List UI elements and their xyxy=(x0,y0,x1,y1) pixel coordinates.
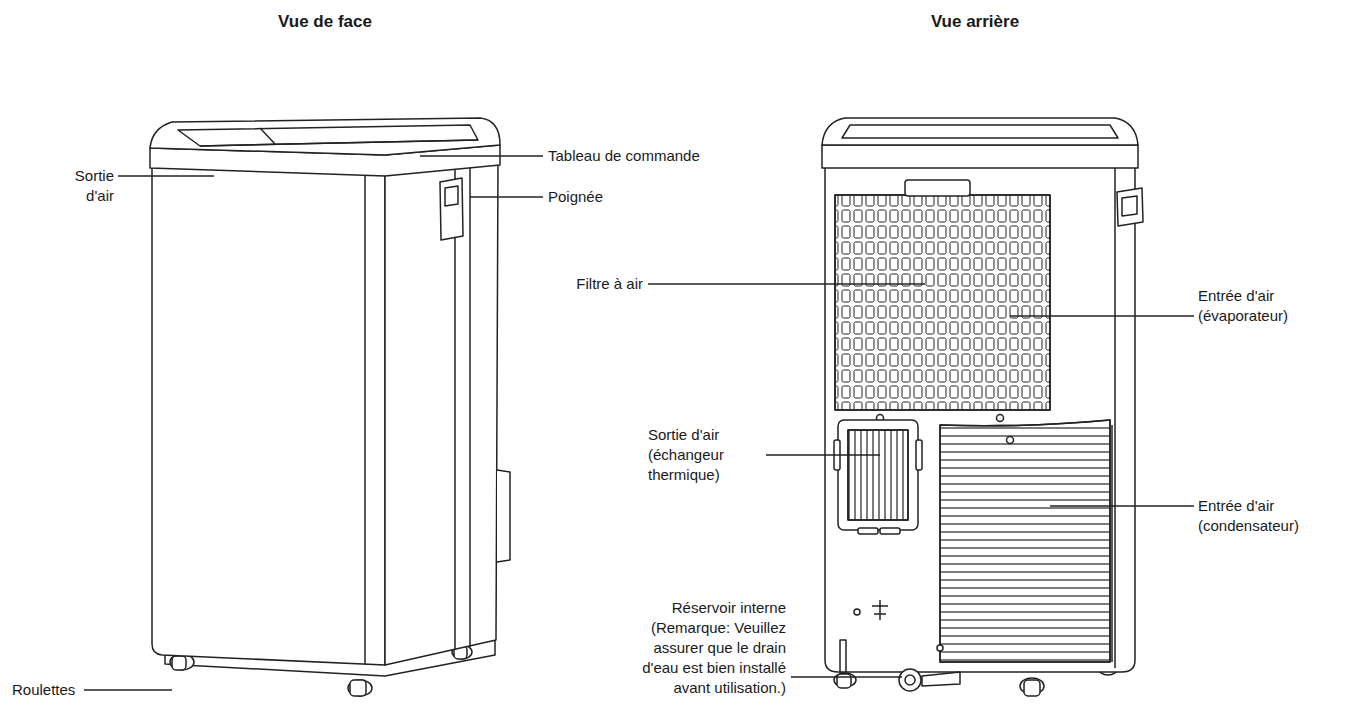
back-unit xyxy=(997,415,1004,422)
back-unit xyxy=(1117,188,1143,226)
view-title: Vue de face xyxy=(225,12,425,32)
back-unit xyxy=(1122,196,1137,216)
front-unit xyxy=(172,656,186,670)
part-label: Sortie d'air (échangeur thermique) xyxy=(648,425,760,485)
front-unit xyxy=(469,165,471,647)
leader-lines xyxy=(470,196,543,197)
back-unit xyxy=(822,118,1143,696)
leader-lines xyxy=(118,175,214,176)
back-unit xyxy=(840,640,846,672)
back-unit xyxy=(848,430,908,520)
front-unit xyxy=(348,680,372,696)
front-unit xyxy=(454,166,456,650)
back-unit xyxy=(880,528,900,534)
part-label: Entrée d'air (évaporateur) xyxy=(1198,286,1310,326)
part-label: Filtre à air xyxy=(576,274,643,294)
back-unit xyxy=(940,420,1110,662)
back-unit xyxy=(848,430,908,520)
back-unit xyxy=(905,675,915,685)
back-unit xyxy=(834,673,856,687)
front-unit xyxy=(440,178,463,240)
leader-lines xyxy=(766,454,880,455)
back-unit xyxy=(822,145,1138,168)
part-label: Tableau de commande xyxy=(548,146,700,166)
part-label: Roulettes xyxy=(12,680,75,700)
front-unit xyxy=(385,162,498,665)
back-unit xyxy=(905,180,970,196)
back-unit xyxy=(838,420,918,530)
back-unit xyxy=(1111,425,1113,662)
part-label: Entrée d'air (condensateur) xyxy=(1198,496,1318,536)
part-label: Poignée xyxy=(548,187,603,207)
leader-lines xyxy=(420,155,543,156)
leader-lines xyxy=(84,156,1194,690)
back-unit xyxy=(835,195,1050,410)
back-unit xyxy=(854,609,860,615)
leader-lines xyxy=(648,283,925,284)
back-unit xyxy=(937,645,943,651)
back-unit xyxy=(1024,680,1040,696)
back-unit xyxy=(940,420,1110,662)
leader-lines xyxy=(1010,315,1194,316)
leader-lines xyxy=(84,689,172,690)
back-unit xyxy=(842,125,1118,138)
back-unit xyxy=(922,672,960,686)
back-unit xyxy=(825,165,1135,672)
back-unit xyxy=(916,440,922,470)
back-unit xyxy=(1114,165,1116,668)
back-unit xyxy=(858,528,878,534)
front-unit xyxy=(152,165,385,665)
front-unit xyxy=(364,171,366,664)
back-unit xyxy=(872,600,888,620)
front-unit xyxy=(200,140,478,146)
leader-lines xyxy=(791,676,902,677)
leader-lines xyxy=(1050,505,1194,506)
front-unit xyxy=(178,125,478,146)
note-label: Réservoir interne (Remarque: Veuillez as… xyxy=(614,598,786,698)
back-unit xyxy=(822,118,1138,145)
view-title: Vue arrière xyxy=(875,12,1075,32)
front-unit xyxy=(445,186,458,206)
front-unit xyxy=(497,470,510,562)
back-unit xyxy=(899,669,921,691)
front-unit xyxy=(350,680,366,696)
front-unit xyxy=(260,128,275,144)
back-unit xyxy=(837,674,851,688)
front-unit xyxy=(150,118,510,696)
front-unit xyxy=(150,118,500,155)
part-label: Sortie d'air xyxy=(50,166,114,206)
back-unit xyxy=(835,195,1050,410)
